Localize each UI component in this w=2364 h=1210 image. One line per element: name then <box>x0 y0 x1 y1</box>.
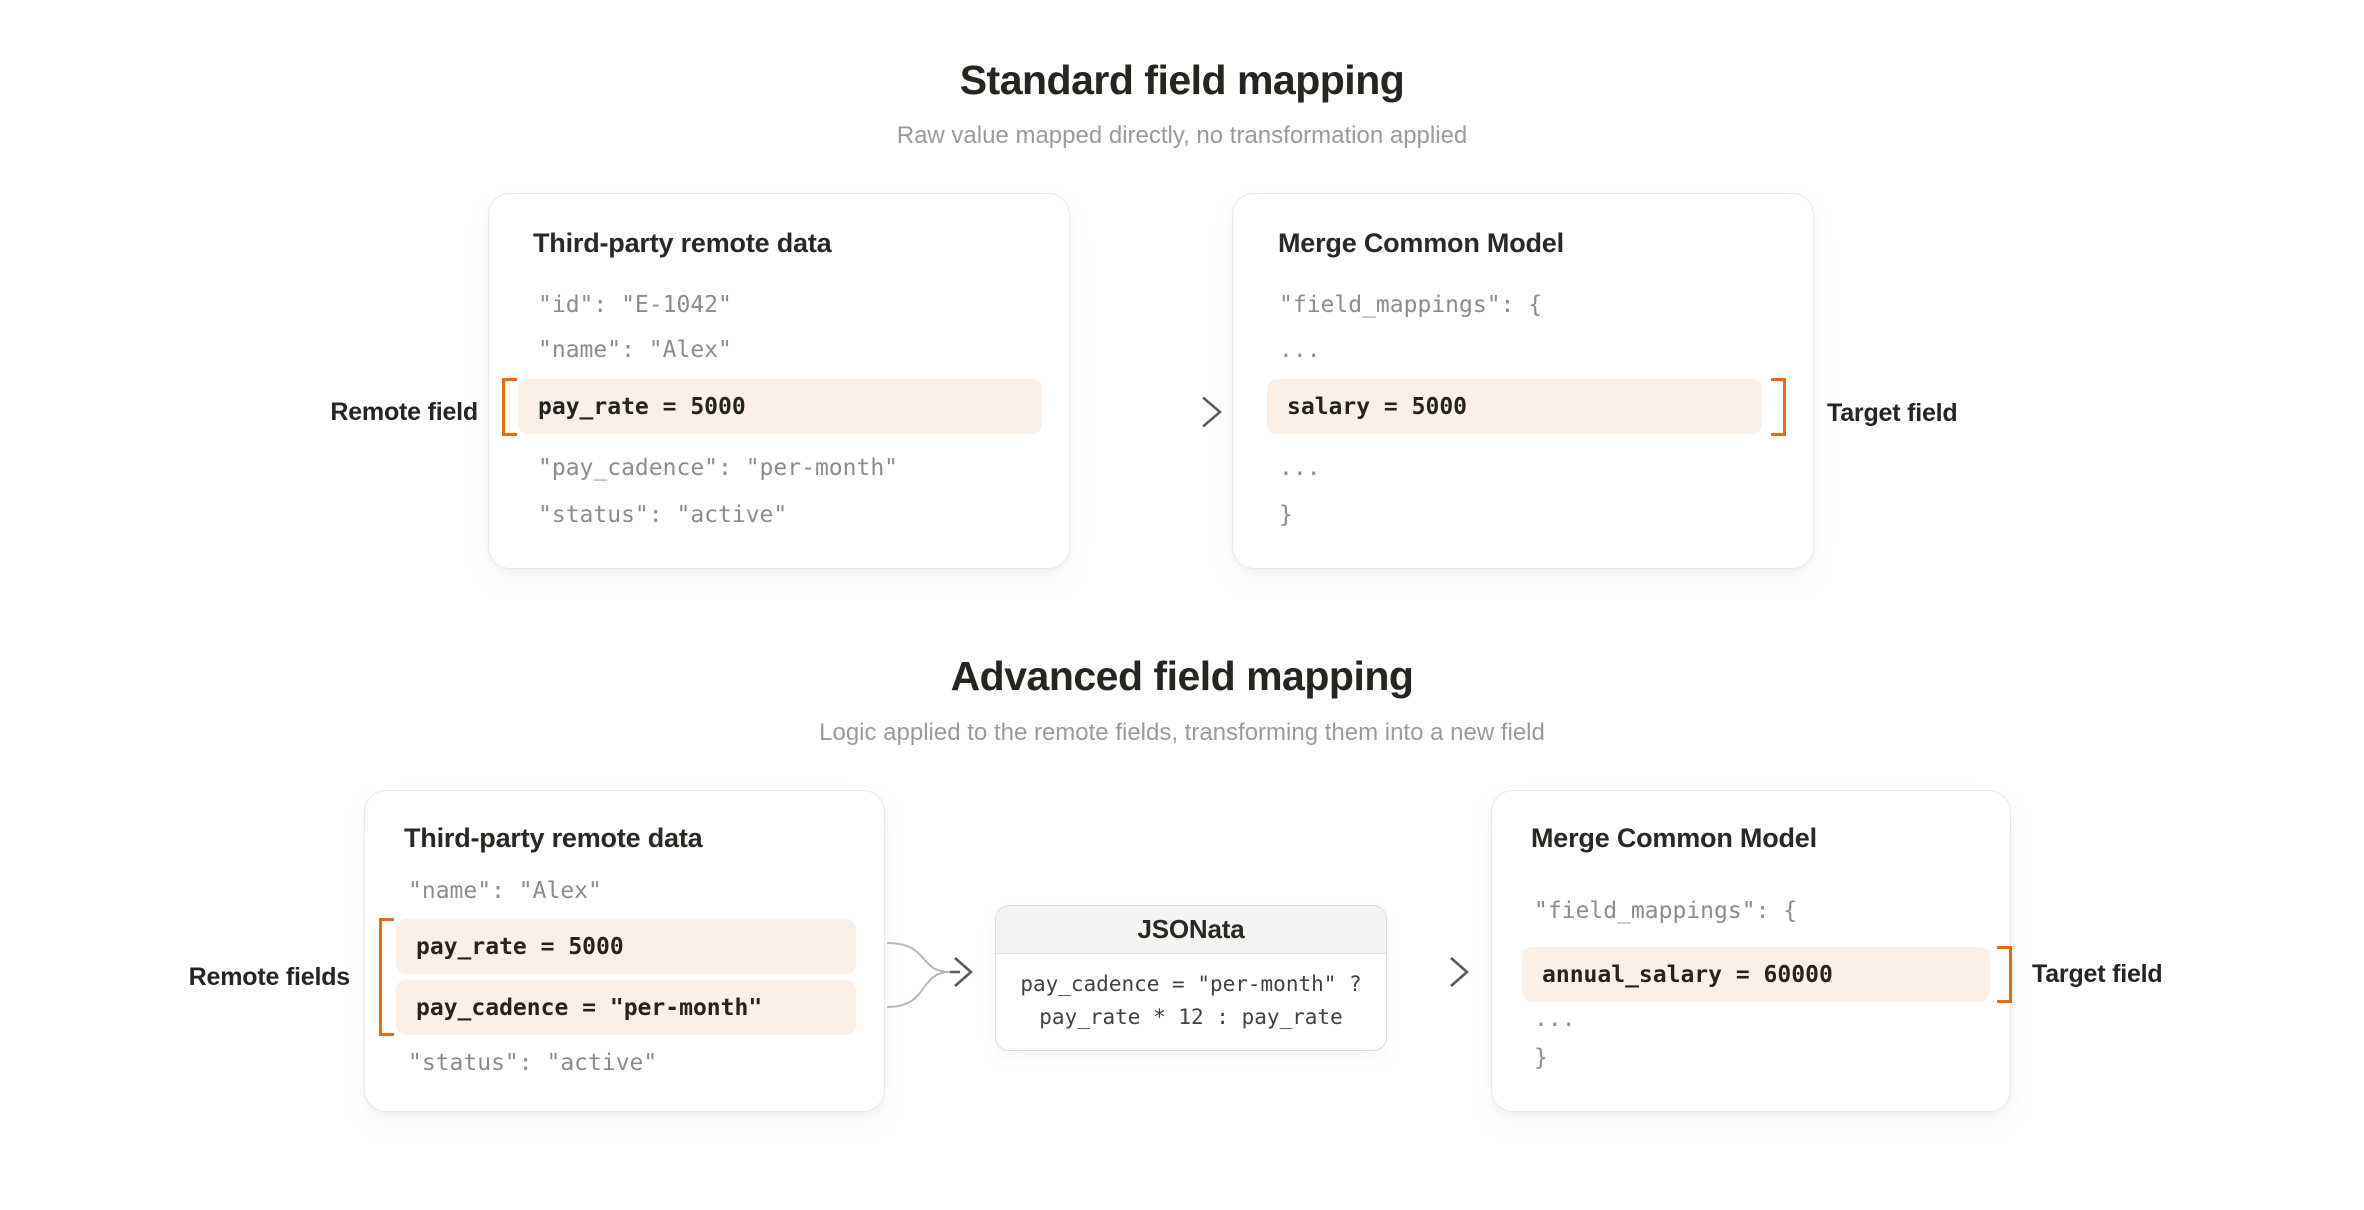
advanced-remote-data-card: Third-party remote data "name": "Alex" p… <box>364 790 885 1112</box>
card-title: Merge Common Model <box>1531 823 1817 853</box>
arrow-right-icon <box>1394 957 1469 987</box>
code-line-ellipsis: ... <box>1279 337 1321 363</box>
standard-remote-data-card: Third-party remote data "id": "E-1042" "… <box>488 193 1070 569</box>
merge-arrow-icon <box>886 942 973 1008</box>
jsonata-expr-line-2: pay_rate * 12 : pay_rate <box>1039 1005 1343 1029</box>
highlight-text: pay_rate = 5000 <box>538 393 746 420</box>
highlight-text: annual_salary = 60000 <box>1542 961 1833 988</box>
code-line-open: "field_mappings": { <box>1534 898 1798 924</box>
remote-fields-label: Remote fields <box>188 963 351 991</box>
code-line-id: "id": "E-1042" <box>538 292 732 318</box>
code-line-status: "status": "active" <box>408 1050 658 1076</box>
card-title: Third-party remote data <box>404 823 703 853</box>
standard-section-subtitle: Raw value mapped directly, no transforma… <box>896 122 1468 149</box>
highlighted-target-field: annual_salary = 60000 <box>1522 947 1990 1002</box>
highlighted-remote-field: pay_rate = 5000 <box>518 379 1042 434</box>
highlight-text: pay_rate = 5000 <box>416 933 624 960</box>
code-line-name: "name": "Alex" <box>408 878 602 904</box>
arrow-right-icon <box>1080 396 1222 428</box>
standard-section-title: Standard field mapping <box>959 57 1405 103</box>
target-field-label: Target field <box>2032 960 2163 988</box>
code-line-cadence: "pay_cadence": "per-month" <box>538 455 899 481</box>
target-field-label: Target field <box>1827 399 1958 427</box>
code-line-open: "field_mappings": { <box>1279 292 1543 318</box>
target-field-bracket-icon <box>1997 946 2012 1003</box>
code-line-status: "status": "active" <box>538 502 788 528</box>
highlight-text: pay_cadence = "per-month" <box>416 994 763 1021</box>
remote-field-bracket-icon <box>502 378 517 436</box>
jsonata-transform-card: JSONata pay_cadence = "per-month" ? pay_… <box>995 905 1387 1051</box>
highlighted-remote-field-rate: pay_rate = 5000 <box>396 919 856 974</box>
code-line-ellipsis: ... <box>1534 1006 1576 1032</box>
remote-field-label: Remote field <box>330 398 478 426</box>
advanced-section-title: Advanced field mapping <box>950 653 1414 699</box>
code-line-close: } <box>1534 1045 1548 1071</box>
code-line-name: "name": "Alex" <box>538 337 732 363</box>
code-line-ellipsis: ... <box>1279 455 1321 481</box>
card-title: Third-party remote data <box>533 228 832 258</box>
jsonata-header: JSONata <box>996 906 1386 954</box>
jsonata-expr-line-1: pay_cadence = "per-month" ? <box>1020 972 1362 996</box>
target-field-bracket-icon <box>1771 378 1786 436</box>
highlighted-remote-field-cadence: pay_cadence = "per-month" <box>396 980 856 1035</box>
remote-fields-bracket-icon <box>379 918 394 1036</box>
advanced-section-subtitle: Logic applied to the remote fields, tran… <box>819 719 1545 746</box>
standard-common-model-card: Merge Common Model "field_mappings": { .… <box>1232 193 1814 569</box>
code-line-close: } <box>1279 502 1293 528</box>
advanced-common-model-card: Merge Common Model "field_mappings": { a… <box>1491 790 2012 1112</box>
highlight-text: salary = 5000 <box>1287 393 1468 420</box>
highlighted-target-field: salary = 5000 <box>1267 379 1762 434</box>
card-title: Merge Common Model <box>1278 228 1564 258</box>
jsonata-expression: pay_cadence = "per-month" ? pay_rate * 1… <box>996 954 1386 1034</box>
jsonata-title: JSONata <box>1137 914 1245 944</box>
